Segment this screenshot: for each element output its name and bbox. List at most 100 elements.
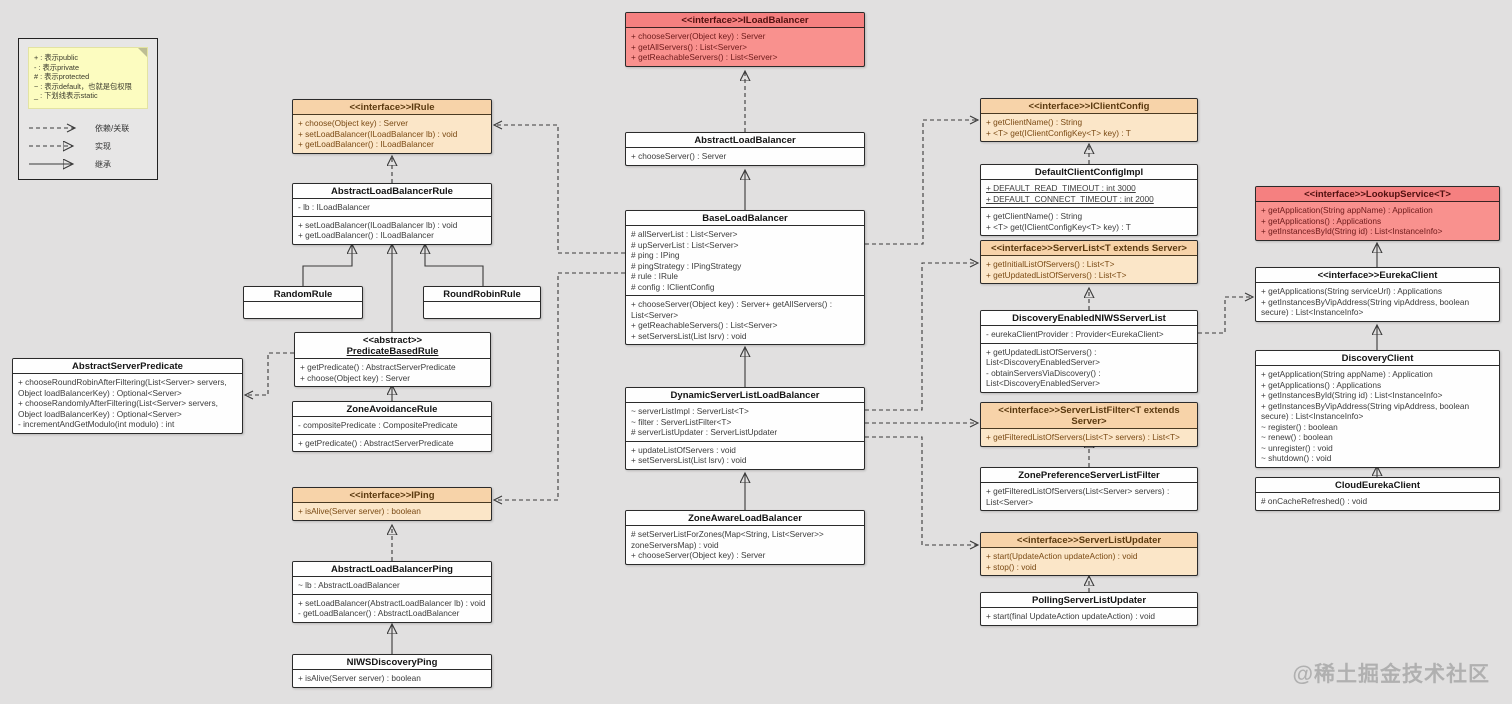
member-row: + getFilteredListOfServers(List<Server> …	[986, 486, 1170, 507]
class-title-line: DefaultClientConfigImpl	[1034, 167, 1144, 178]
member-row: + getApplications() : Applications	[1261, 215, 1382, 226]
member-row: + chooseServer() : Server	[631, 151, 727, 161]
member-row: # upServerList : List<Server>	[631, 239, 739, 250]
class-IClientConfig: <<interface>>IClientConfig+ getClientNam…	[980, 98, 1198, 142]
methods-section: + isAlive(Server server) : boolean	[293, 502, 491, 520]
class-title-line: CloudEurekaClient	[1335, 480, 1420, 491]
member-row: + getApplication(String appName) : Appli…	[1261, 205, 1433, 215]
member-row: ~ shutdown() : void	[1261, 453, 1332, 463]
member-row: + choose(Object key) : Server	[298, 118, 408, 128]
class-title-line: <<interface>>ServerListFilter<T extends …	[998, 405, 1180, 427]
member-row: + getClientName() : String	[986, 211, 1083, 221]
class-title: <<interface>>ILoadBalancer	[626, 13, 864, 27]
methods-section	[244, 301, 362, 318]
methods-section	[424, 301, 540, 318]
class-ZoneAvoidanceRule: ZoneAvoidanceRule- compositePredicate : …	[292, 401, 492, 452]
edge-RandomRule-extends-AbstractLoadBalancerRule	[302, 244, 352, 286]
member-row: - incrementAndGetModulo(int modulo) : in…	[18, 419, 175, 429]
class-title: AbstractServerPredicate	[13, 359, 242, 373]
methods-section: + chooseRoundRobinAfterFiltering(List<Se…	[13, 373, 242, 433]
legend-panel: + : 表示public - : 表示private # : 表示protect…	[18, 38, 158, 180]
methods-section: + getApplications(String serviceUrl) : A…	[1256, 282, 1499, 321]
class-title-line: NIWSDiscoveryPing	[346, 657, 438, 668]
member-row: + setLoadBalancer(ILoadBalancer lb) : vo…	[298, 128, 458, 139]
member-row: + isAlive(Server server) : boolean	[298, 506, 421, 516]
class-title-line: <<interface>>LookupService<T>	[1304, 189, 1451, 200]
member-row: # setServerListForZones(Map<String, List…	[631, 529, 824, 550]
member-row: + getApplications() : Applications	[1261, 379, 1382, 390]
class-ZoneAwareLoadBalancer: ZoneAwareLoadBalancer # setServerListForZ…	[625, 510, 865, 565]
class-title: ZoneAwareLoadBalancer	[626, 511, 864, 525]
methods-section: + start(final UpdateAction updateAction)…	[981, 607, 1197, 625]
class-title-line: RoundRobinRule	[443, 289, 521, 300]
member-row: + getPredicate() : AbstractServerPredica…	[300, 362, 456, 372]
fields-section: - compositePredicate : CompositePredicat…	[293, 416, 491, 434]
member-row: + getInitialListOfServers() : List<T>	[986, 259, 1115, 269]
class-title: DynamicServerListLoadBalancer	[626, 388, 864, 402]
methods-section: + updateListOfServers : void+ setServers…	[626, 440, 864, 469]
member-row: # rule : IRule	[631, 271, 679, 281]
class-title: RandomRule	[244, 287, 362, 301]
member-row: + getUpdatedListOfServers() : List<Disco…	[986, 346, 1100, 368]
member-row: + getApplication(String appName) : Appli…	[1261, 369, 1433, 379]
member-row: + setLoadBalancer(ILoadBalancer lb) : vo…	[298, 219, 458, 230]
member-row: + start(final UpdateAction updateAction)…	[986, 611, 1156, 621]
member-row: + chooseRoundRobinAfterFiltering(List<Se…	[18, 377, 227, 398]
class-AbstractLoadBalancerPing: AbstractLoadBalancerPing~ lb : AbstractL…	[292, 561, 492, 623]
class-ServerList: <<interface>>ServerList<T extends Server…	[980, 240, 1198, 284]
class-title: <<interface>>LookupService<T>	[1256, 187, 1499, 201]
methods-section: + chooseServer() : Server	[626, 147, 864, 165]
class-title-line: BaseLoadBalancer	[702, 213, 788, 224]
class-AbstractLoadBalancer: AbstractLoadBalancer+ chooseServer() : S…	[625, 132, 865, 166]
fields-section: ~ serverListImpl : ServerList<T>~ filter…	[626, 402, 864, 441]
class-IRule: <<interface>>IRule+ choose(Object key) :…	[292, 99, 492, 154]
member-row: + getInstancesById(String id) : List<Ins…	[1261, 226, 1443, 236]
class-PredicateBasedRule: <<abstract>>PredicateBasedRule+ getPredi…	[294, 332, 491, 387]
class-title: BaseLoadBalancer	[626, 211, 864, 225]
class-ServerListUpdater: <<interface>>ServerListUpdater+ start(Up…	[980, 532, 1198, 576]
methods-section: # onCacheRefreshed() : void	[1256, 492, 1499, 510]
member-row: + getLoadBalancer() : ILoadBalancer	[298, 139, 434, 149]
fields-section: - lb : ILoadBalancer	[293, 198, 491, 216]
member-row: ~ serverListImpl : ServerList<T>	[631, 406, 749, 416]
dependency-arrow-icon	[29, 123, 77, 133]
edge-RoundRobinRule-extends-AbstractLoadBalancerRule	[425, 244, 484, 286]
class-title: DiscoveryClient	[1256, 351, 1499, 365]
member-row: + chooseServer(Object key) : Server	[631, 31, 766, 41]
member-row: + getPredicate() : AbstractServerPredica…	[298, 437, 454, 448]
class-title: <<interface>>ServerListUpdater	[981, 533, 1197, 547]
edge-PredicateBasedRule-uses-AbstractServerPredicate	[243, 352, 294, 400]
edge-BaseLoadBalancer-uses-IClientConfig	[865, 115, 980, 245]
class-title-line: <<interface>>IClientConfig	[1028, 101, 1150, 112]
methods-section: + getUpdatedListOfServers() : List<Disco…	[981, 342, 1197, 392]
member-row: + DEFAULT_READ_TIMEOUT : int 3000	[986, 183, 1136, 193]
member-row: + isAlive(Server server) : boolean	[298, 673, 421, 683]
class-AbstractServerPredicate: AbstractServerPredicate + chooseRoundRobi…	[12, 358, 243, 434]
member-row: ~ register() : boolean	[1261, 421, 1338, 432]
class-title: AbstractLoadBalancerPing	[293, 562, 491, 576]
methods-section: + choose(Object key) : Server+ setLoadBa…	[293, 114, 491, 153]
member-row: + choose(Object key) : Server	[300, 372, 410, 383]
legend-row-inheritance: 继承	[27, 155, 151, 173]
member-row: + getFilteredListOfServers(List<T> serve…	[986, 432, 1180, 442]
member-row: # config : IClientConfig	[631, 281, 715, 292]
methods-section: + isAlive(Server server) : boolean	[293, 669, 491, 687]
edge-DynamicServerListLoadBalancer-uses-ServerListUpdater	[865, 436, 980, 550]
legend-note: + : 表示public - : 表示private # : 表示protect…	[28, 47, 148, 109]
member-row: + getUpdatedListOfServers() : List<T>	[986, 269, 1127, 280]
edge-DiscoveryEnabledNIWSServerList-uses-EurekaClient	[1198, 292, 1255, 334]
inheritance-arrow-icon	[29, 158, 85, 170]
member-row: + getInstancesByVipAddress(String vipAdd…	[1261, 296, 1470, 318]
class-title: CloudEurekaClient	[1256, 478, 1499, 492]
class-title: RoundRobinRule	[424, 287, 540, 301]
member-row: + DEFAULT_CONNECT_TIMEOUT : int 2000	[986, 193, 1154, 204]
class-title-line: <<interface>>ServerListUpdater	[1016, 535, 1162, 546]
methods-section: + getClientName() : String+ <T> get(ICli…	[981, 113, 1197, 141]
member-row: + getInstancesById(String id) : List<Ins…	[1261, 390, 1443, 400]
class-title: ZonePreferenceServerListFilter	[981, 468, 1197, 482]
member-row: ~ renew() : boolean	[1261, 432, 1333, 442]
legend-note-line: ~ : 表示default，也就是包权限	[34, 81, 132, 91]
member-row: - lb : ILoadBalancer	[298, 202, 370, 212]
class-NIWSDiscoveryPing: NIWSDiscoveryPing + isAlive(Server server…	[292, 654, 492, 688]
class-DynamicServerListLoadBalancer: DynamicServerListLoadBalancer~ serverLis…	[625, 387, 865, 470]
